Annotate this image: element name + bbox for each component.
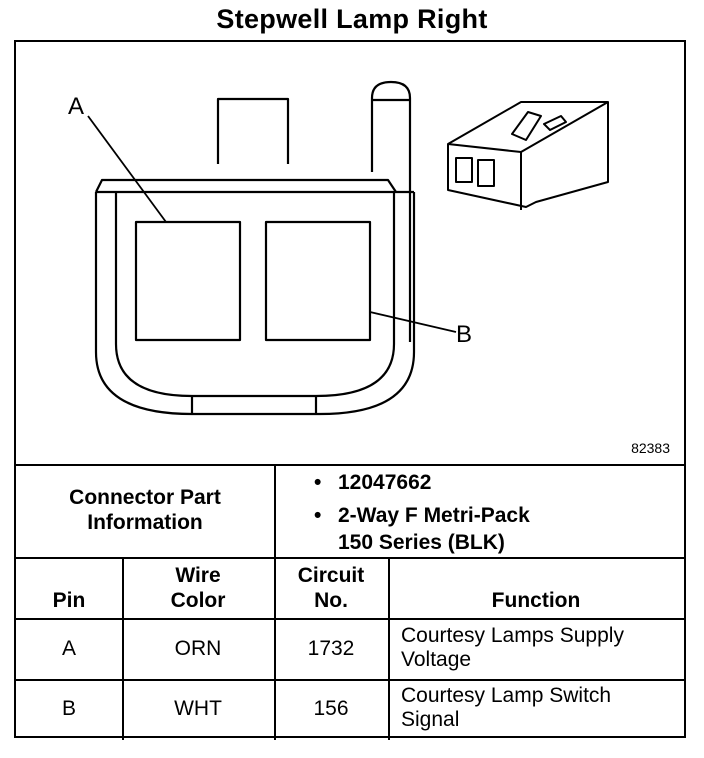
pin-cavity-b	[264, 220, 372, 342]
pin-label-b: B	[456, 321, 472, 348]
header-wire-color: Wire Color	[170, 564, 226, 612]
list-item: •2-Way F Metri-Pack	[314, 504, 530, 527]
table-divider	[122, 557, 124, 740]
pin-cavity-a	[134, 220, 242, 342]
connector-latch	[370, 80, 412, 342]
table-divider	[16, 618, 684, 620]
list-item: •12047662	[314, 471, 432, 494]
table-divider	[274, 464, 276, 557]
list-item: 150 Series (BLK)	[314, 529, 530, 556]
connector-top-tab	[216, 97, 290, 164]
connector-3d-view	[447, 101, 609, 210]
header-circuit: Circuit No.	[297, 564, 365, 612]
row-b-wire-color: WHT	[174, 696, 222, 720]
connector-sheet: A B 82383 Connector Part Information •12…	[14, 40, 686, 740]
connector-description: 2-Way F Metri-Pack	[338, 504, 530, 527]
leader-line-b	[369, 311, 457, 333]
table-divider	[16, 464, 684, 466]
row-a-wire-color: ORN	[174, 636, 222, 660]
leader-line-a	[87, 115, 167, 223]
table-divider	[388, 557, 390, 740]
row-b-pin: B	[61, 696, 76, 720]
page-title: Stepwell Lamp Right	[216, 4, 488, 34]
header-function: Function	[491, 589, 581, 612]
row-a-circuit: 1732	[307, 636, 355, 660]
connector-info-list: •12047662 •2-Way F Metri-Pack 150 Series…	[314, 469, 530, 556]
header-pin: Pin	[52, 589, 86, 612]
connector-info-label: Connector Part Information	[69, 486, 221, 534]
row-b-circuit: 156	[313, 696, 349, 720]
connector-body	[95, 178, 397, 193]
figure-id: 82383	[631, 440, 670, 456]
part-number: 12047662	[338, 471, 432, 494]
pin-label-a: A	[68, 93, 84, 120]
connector-series: 150 Series (BLK)	[338, 531, 505, 554]
row-a-pin: A	[61, 636, 76, 660]
row-a-function: Courtesy Lamps Supply Voltage	[401, 624, 624, 671]
table-divider	[16, 557, 684, 559]
table-divider	[16, 679, 684, 681]
row-b-function: Courtesy Lamp Switch Signal	[401, 684, 612, 731]
connector-diagram: A B	[68, 80, 609, 416]
table-divider	[274, 557, 276, 740]
